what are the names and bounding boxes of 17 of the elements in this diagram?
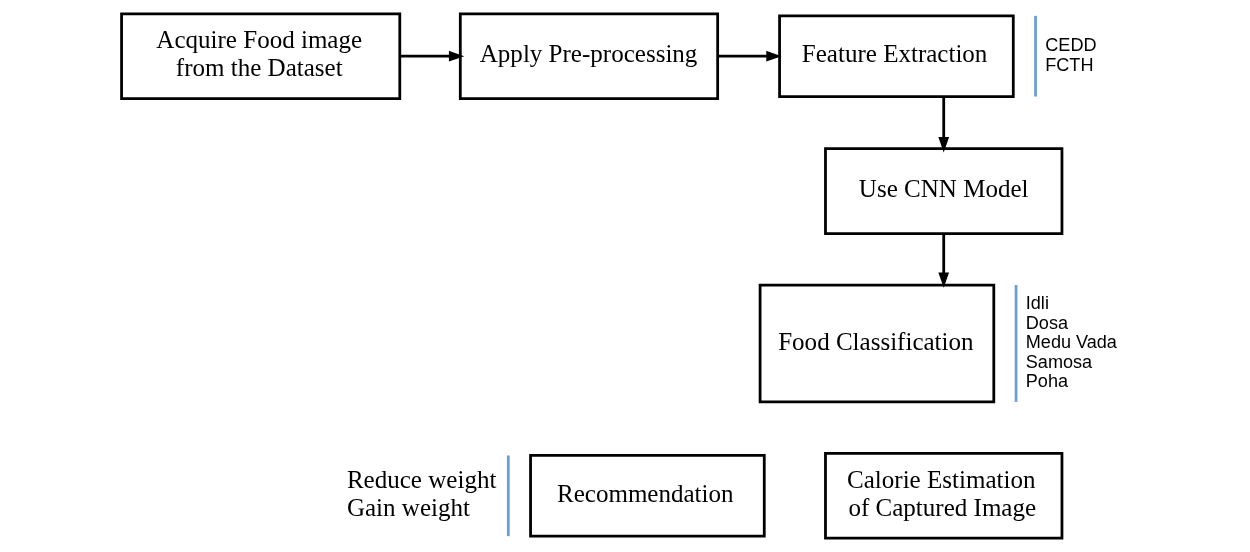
node-label: Gain weight (346, 493, 470, 521)
node-label: Reduce weight (346, 466, 496, 494)
node-box: Acquire Food image from the Dataset (119, 12, 401, 100)
node-label: CEDD (1044, 35, 1097, 56)
node-box: Use CNN Model (823, 147, 1063, 235)
arrow (937, 97, 949, 153)
node-box: Calorie Estimation of Captured Image (823, 452, 1063, 540)
node-label: FCTH (1044, 54, 1093, 75)
node-box: Apply Pre-processing (458, 12, 719, 100)
node-label: Idli (1025, 293, 1049, 314)
arrow (717, 50, 782, 62)
arrow (937, 233, 949, 288)
node-label: Poha (1025, 371, 1068, 392)
node-label: Medu Vada (1025, 332, 1117, 353)
node-label: Samosa (1025, 351, 1092, 372)
arrow (399, 50, 464, 62)
node-label: Dosa (1025, 312, 1068, 333)
